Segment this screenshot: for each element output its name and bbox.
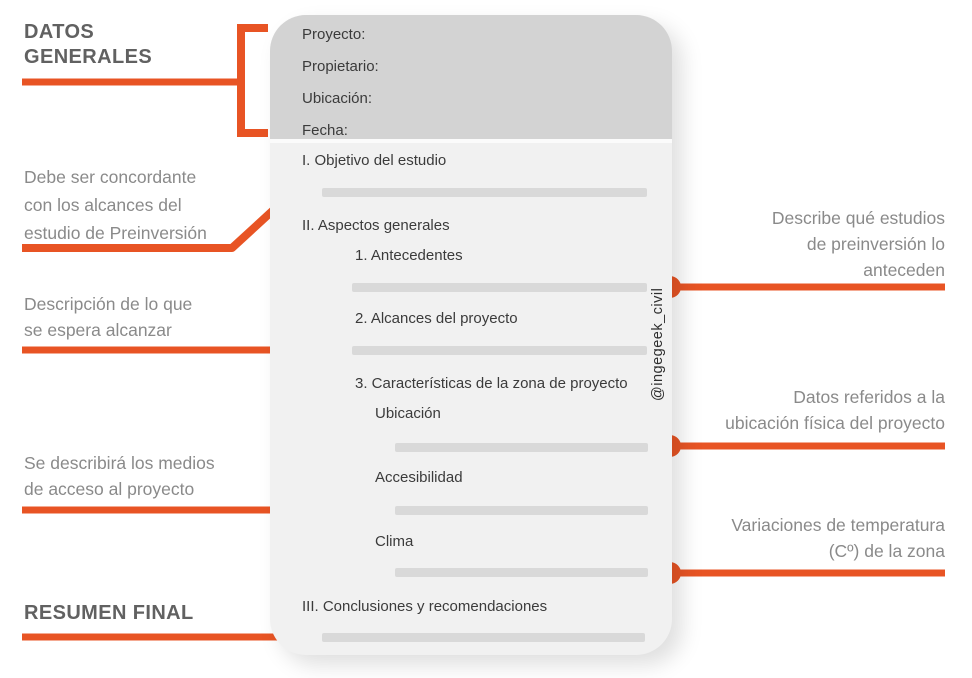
placeholder-bar-conclusiones — [322, 633, 645, 642]
note-antecedentes: Describe qué estudios de preinversión lo… — [772, 205, 945, 283]
section-clima: Clima — [375, 533, 414, 550]
note-accesibilidad-line2: de acceso al proyecto — [24, 479, 195, 499]
field-ubicacion: Ubicación: — [302, 90, 373, 107]
field-propietario: Propietario: — [302, 58, 379, 75]
note-clima-line2: (Cº) de la zona — [828, 541, 945, 561]
field-fecha: Fecha: — [302, 122, 348, 139]
section-ubicacion: Ubicación — [375, 405, 441, 422]
note-clima-line1: Variaciones de temperatura — [731, 515, 945, 535]
note-ubicacion: Datos referidos a la ubicación física de… — [725, 384, 945, 436]
placeholder-bar-objetivo — [322, 188, 647, 197]
section-antecedentes: 1. Antecedentes — [355, 247, 463, 264]
datos-generales-title: DATOS GENERALES — [24, 20, 152, 70]
placeholder-bar-accesibilidad — [395, 506, 648, 515]
placeholder-bar-alcances — [352, 346, 647, 355]
note-ubicacion-line1: Datos referidos a la — [793, 387, 945, 407]
section-accesibilidad: Accesibilidad — [375, 469, 463, 486]
placeholder-bar-antecedentes — [352, 283, 647, 292]
note-objetivo-line3: estudio de Preinversión — [24, 223, 207, 243]
note-accesibilidad: Se describirá los medios de acceso al pr… — [24, 450, 215, 502]
datos-generales-line1: DATOS — [24, 21, 95, 43]
section-aspectos: II. Aspectos generales — [302, 217, 450, 234]
card-header: Proyecto: Propietario: Ubicación: Fecha: — [270, 15, 672, 143]
note-antecedentes-line1: Describe qué estudios — [771, 208, 945, 228]
section-caracteristicas: 3. Características de la zona de proyect… — [355, 375, 628, 392]
datos-generales-bracket — [237, 24, 268, 137]
note-alcances-line1: Descripción de lo que — [24, 294, 193, 314]
placeholder-bar-ubicacion — [395, 443, 648, 452]
section-conclusiones: III. Conclusiones y recomendaciones — [302, 598, 548, 615]
watermark-handle: @ingegeek_civil — [650, 287, 666, 401]
note-objetivo-line2: con los alcances del — [24, 195, 182, 215]
note-clima: Variaciones de temperatura (Cº) de la zo… — [731, 512, 945, 564]
note-antecedentes-line2: de preinversión lo — [806, 234, 945, 254]
note-antecedentes-line3: anteceden — [863, 260, 945, 280]
note-alcances: Descripción de lo que se espera alcanzar — [24, 291, 192, 343]
document-card: Proyecto: Propietario: Ubicación: Fecha:… — [270, 15, 672, 655]
note-objetivo: Debe ser concordante con los alcances de… — [24, 163, 207, 247]
section-alcances: 2. Alcances del proyecto — [355, 310, 518, 327]
resumen-final-title: RESUMEN FINAL — [24, 602, 194, 624]
note-accesibilidad-line1: Se describirá los medios — [24, 453, 215, 473]
note-alcances-line2: se espera alcanzar — [24, 320, 172, 340]
field-proyecto: Proyecto: — [302, 26, 366, 43]
note-ubicacion-line2: ubicación física del proyecto — [725, 413, 945, 433]
note-objetivo-line1: Debe ser concordante — [24, 167, 197, 187]
datos-generales-line2: GENERALES — [24, 46, 153, 68]
placeholder-bar-clima — [395, 568, 648, 577]
section-objetivo: I. Objetivo del estudio — [302, 152, 447, 169]
